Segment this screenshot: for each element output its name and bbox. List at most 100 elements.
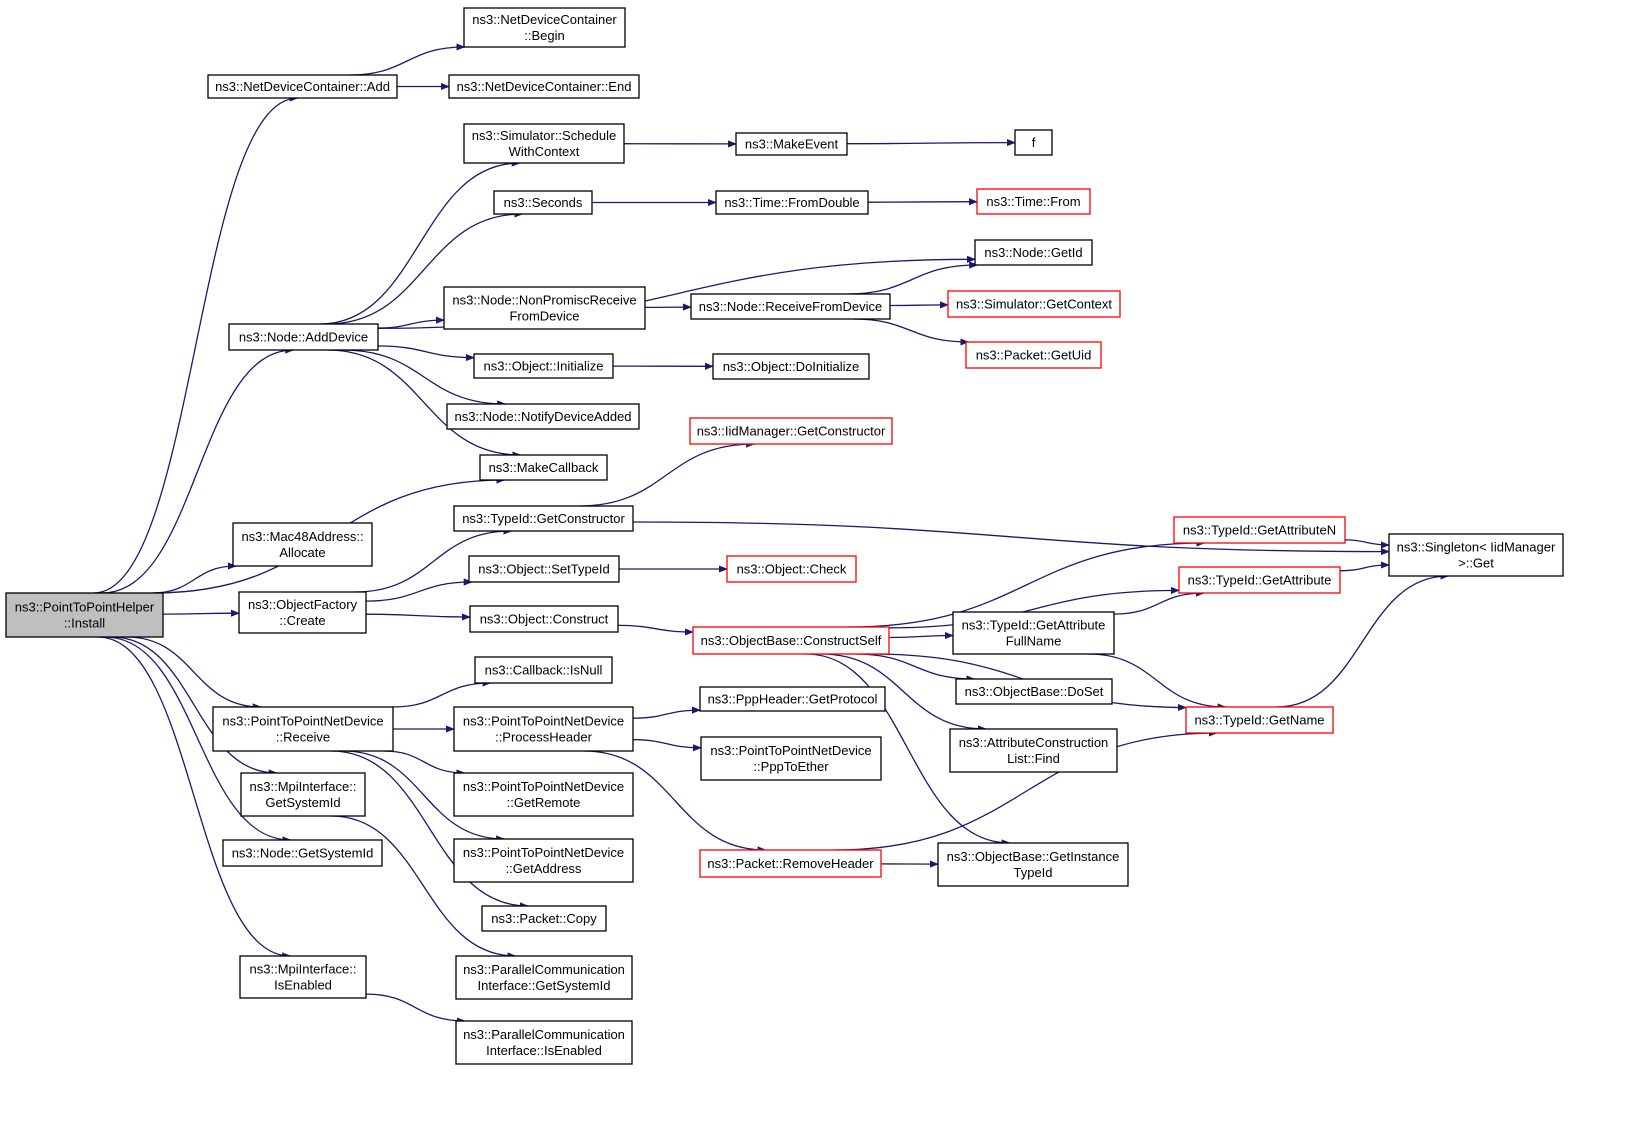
node-ndc_add[interactable]: ns3::NetDeviceContainer::Add <box>207 74 398 99</box>
node-box[interactable] <box>453 505 634 532</box>
node-notify_added[interactable]: ns3::Node::NotifyDeviceAdded <box>446 403 640 430</box>
node-box[interactable] <box>715 190 869 215</box>
node-seconds[interactable]: ns3::Seconds <box>493 190 593 215</box>
node-box[interactable] <box>468 555 620 583</box>
node-box[interactable] <box>207 74 398 99</box>
node-box[interactable] <box>1173 516 1346 544</box>
node-box[interactable] <box>455 955 633 1000</box>
node-box[interactable] <box>937 842 1129 887</box>
node-typeid_getname[interactable]: ns3::TypeId::GetName <box>1185 706 1334 734</box>
node-box[interactable] <box>965 341 1102 369</box>
node-obj_check[interactable]: ns3::Object::Check <box>726 555 857 583</box>
node-install[interactable]: ns3::PointToPointHelper::Install <box>5 592 164 638</box>
node-mpi_isenabled[interactable]: ns3::MpiInterface::IsEnabled <box>239 955 367 999</box>
node-mpi_getsysid[interactable]: ns3::MpiInterface::GetSystemId <box>240 772 366 817</box>
node-p2p_ppptoether[interactable]: ns3::PointToPointNetDevice::PppToEther <box>700 736 882 781</box>
node-ndc_begin[interactable]: ns3::NetDeviceContainer::Begin <box>463 7 626 48</box>
node-box[interactable] <box>735 132 848 156</box>
node-time_from[interactable]: ns3::Time::From <box>976 188 1091 215</box>
node-box[interactable] <box>463 123 625 164</box>
node-box[interactable] <box>1388 533 1564 577</box>
node-box[interactable] <box>974 239 1093 266</box>
node-box[interactable] <box>479 454 608 481</box>
node-box[interactable] <box>690 293 891 320</box>
node-time_fromdouble[interactable]: ns3::Time::FromDouble <box>715 190 869 215</box>
node-typeid_getctor[interactable]: ns3::TypeId::GetConstructor <box>453 505 634 532</box>
node-box[interactable] <box>455 1020 633 1065</box>
node-obj_doinit[interactable]: ns3::Object::DoInitialize <box>712 353 870 380</box>
node-box[interactable] <box>1178 566 1341 594</box>
node-node_adddevice[interactable]: ns3::Node::AddDevice <box>228 323 379 351</box>
node-box[interactable] <box>700 736 882 781</box>
node-pkt_getuid[interactable]: ns3::Packet::GetUid <box>965 341 1102 369</box>
node-box[interactable] <box>726 555 857 583</box>
node-box[interactable] <box>474 656 613 684</box>
node-box[interactable] <box>493 190 593 215</box>
node-node_getid[interactable]: ns3::Node::GetId <box>974 239 1093 266</box>
node-ppp_getprotocol[interactable]: ns3::PppHeader::GetProtocol <box>699 686 886 712</box>
node-p2p_getaddress[interactable]: ns3::PointToPointNetDevice::GetAddress <box>453 838 634 883</box>
node-box[interactable] <box>222 839 383 867</box>
node-box[interactable] <box>239 955 367 999</box>
node-make_callback[interactable]: ns3::MakeCallback <box>479 454 608 481</box>
node-p2p_processheader[interactable]: ns3::PointToPointNetDevice::ProcessHeade… <box>453 706 634 752</box>
node-pkt_removeheader[interactable]: ns3::Packet::RemoveHeader <box>699 849 882 878</box>
node-objbase_doset[interactable]: ns3::ObjectBase::DoSet <box>955 678 1113 705</box>
node-box[interactable] <box>692 626 890 655</box>
node-sim_getctx[interactable]: ns3::Simulator::GetContext <box>947 290 1121 318</box>
node-box[interactable] <box>699 686 886 712</box>
node-mac48[interactable]: ns3::Mac48Address::Allocate <box>232 522 373 567</box>
node-box[interactable] <box>481 905 607 932</box>
node-box[interactable] <box>446 403 640 430</box>
node-box[interactable] <box>949 728 1118 773</box>
node-cb_isnull[interactable]: ns3::Callback::IsNull <box>474 656 613 684</box>
node-objfactory_create[interactable]: ns3::ObjectFactory::Create <box>238 591 367 634</box>
node-box[interactable] <box>712 353 870 380</box>
node-box[interactable] <box>955 678 1113 705</box>
node-box[interactable] <box>473 353 614 379</box>
node-pci_getsysid[interactable]: ns3::ParallelCommunicationInterface::Get… <box>455 955 633 1000</box>
node-typeid_getattr[interactable]: ns3::TypeId::GetAttribute <box>1178 566 1341 594</box>
node-box[interactable] <box>947 290 1121 318</box>
node-box[interactable] <box>469 605 619 633</box>
node-obj_settypeid[interactable]: ns3::Object::SetTypeId <box>468 555 620 583</box>
node-obj_init[interactable]: ns3::Object::Initialize <box>473 353 614 379</box>
node-singleton_get[interactable]: ns3::Singleton< IidManager >::Get <box>1388 533 1564 577</box>
node-box[interactable] <box>238 591 367 634</box>
node-iid_getctor[interactable]: ns3::IidManager::GetConstructor <box>689 417 893 445</box>
node-box[interactable] <box>1185 706 1334 734</box>
node-box[interactable] <box>952 611 1115 655</box>
node-box[interactable] <box>1014 129 1053 156</box>
node-box[interactable] <box>976 188 1091 215</box>
node-box[interactable] <box>448 74 640 99</box>
node-box[interactable] <box>228 323 379 351</box>
node-box[interactable] <box>212 706 394 752</box>
node-ndc_end[interactable]: ns3::NetDeviceContainer::End <box>448 74 640 99</box>
node-box[interactable] <box>232 522 373 567</box>
node-box[interactable] <box>699 849 882 878</box>
node-box[interactable] <box>240 772 366 817</box>
node-box[interactable] <box>453 838 634 883</box>
node-p2p_receive[interactable]: ns3::PointToPointNetDevice::Receive <box>212 706 394 752</box>
node-box[interactable] <box>453 706 634 752</box>
node-pkt_copy[interactable]: ns3::Packet::Copy <box>481 905 607 932</box>
node-pci_isenabled[interactable]: ns3::ParallelCommunicationInterface::IsE… <box>455 1020 633 1065</box>
node-box[interactable] <box>463 7 626 48</box>
node-box[interactable] <box>443 286 646 330</box>
node-obj_construct[interactable]: ns3::Object::Construct <box>469 605 619 633</box>
node-box[interactable] <box>453 772 634 817</box>
node-objbase_constructself[interactable]: ns3::ObjectBase::ConstructSelf <box>692 626 890 655</box>
node-f[interactable]: f <box>1014 129 1053 156</box>
node-box[interactable] <box>5 592 164 638</box>
node-p2p_getremote[interactable]: ns3::PointToPointNetDevice::GetRemote <box>453 772 634 817</box>
node-typeid_getattrn[interactable]: ns3::TypeId::GetAttributeN <box>1173 516 1346 544</box>
node-recv_from_dev[interactable]: ns3::Node::ReceiveFromDevice <box>690 293 891 320</box>
node-node_getsysid[interactable]: ns3::Node::GetSystemId <box>222 839 383 867</box>
node-box[interactable] <box>689 417 893 445</box>
node-make_event[interactable]: ns3::MakeEvent <box>735 132 848 156</box>
